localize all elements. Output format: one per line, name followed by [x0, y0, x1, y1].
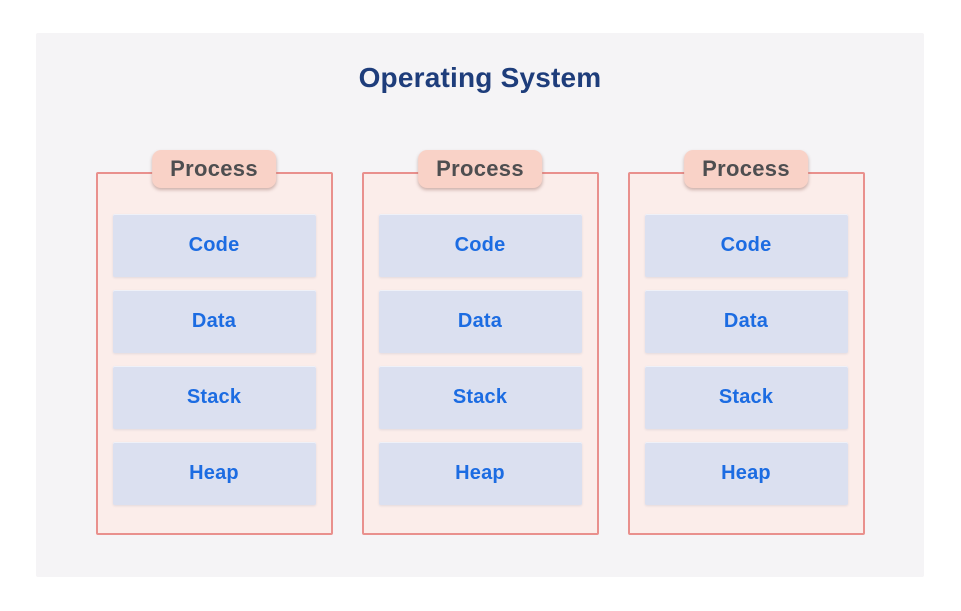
- process-card: Process Code Data Stack Heap: [361, 149, 599, 535]
- segment-code: Code: [378, 213, 582, 277]
- segment-heap: Heap: [112, 441, 316, 505]
- segment-stack: Stack: [644, 365, 848, 429]
- segment-stack: Stack: [112, 365, 316, 429]
- process-label: Process: [152, 149, 276, 188]
- segment-data: Data: [644, 289, 848, 353]
- segment-stack: Stack: [378, 365, 582, 429]
- process-row: Process Code Data Stack Heap Process Cod…: [36, 149, 924, 535]
- process-card: Process Code Data Stack Heap: [627, 149, 865, 535]
- segment-heap: Heap: [644, 441, 848, 505]
- process-label: Process: [418, 149, 542, 188]
- diagram-title: Operating System: [358, 62, 602, 93]
- segment-code: Code: [112, 213, 316, 277]
- process-label: Process: [684, 149, 808, 188]
- segment-heap: Heap: [378, 441, 582, 505]
- process-card: Process Code Data Stack Heap: [95, 149, 333, 535]
- os-panel: Operating System Process Code Data Stack…: [36, 33, 924, 577]
- segment-code: Code: [644, 213, 848, 277]
- segment-data: Data: [378, 289, 582, 353]
- segment-data: Data: [112, 289, 316, 353]
